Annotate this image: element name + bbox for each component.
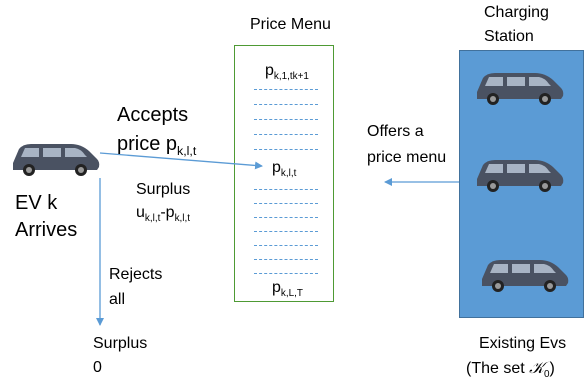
dash-row [254, 259, 318, 260]
top-price-base: p [265, 62, 274, 79]
ev-label-line1: EV k [15, 192, 58, 214]
top-price-label: pk,1,tk+1 [265, 61, 309, 82]
price-menu-title: Price Menu [250, 16, 331, 33]
existing-evs-line2: (The set 𝒦0) [466, 358, 555, 380]
surplus-p-base: p [165, 204, 175, 221]
car-icon [482, 260, 569, 292]
surplus-u-sub: k,l,t [144, 212, 161, 224]
surplus-reject-line1: Surplus [93, 335, 148, 352]
dash-row [254, 203, 318, 204]
rejects-line2: all [109, 291, 126, 308]
surplus-accept-line2: uk,l,t-pk,l,t [136, 203, 190, 224]
surplus-dash: - [160, 204, 166, 221]
dash-row [254, 149, 318, 150]
ev-label-line2: Arrives [15, 219, 78, 241]
mid-price-sub: k,l,t [280, 167, 297, 179]
top-price-sub: k,1,tk+1 [273, 70, 309, 82]
existing-set-suffix: ) [549, 360, 555, 377]
car-icon [477, 160, 564, 192]
dash-row [254, 134, 318, 135]
station-title-line2: Station [484, 28, 534, 45]
offers-line2: price menu [367, 149, 447, 166]
dash-row [254, 189, 318, 190]
existing-set-sub: 0 [544, 368, 550, 380]
car-icon [477, 73, 564, 105]
car-icon [13, 144, 100, 176]
existing-set-symbol: 𝒦 [529, 358, 545, 377]
accept-arrow [99, 152, 263, 170]
dash-row [254, 245, 318, 246]
mid-price-base: p [272, 159, 281, 176]
existing-set-prefix: (The set [466, 360, 530, 377]
bottom-price-base: p [272, 279, 281, 296]
dash-row [254, 273, 318, 274]
surplus-reject-line2: 0 [93, 359, 102, 376]
surplus-u-base: u [136, 204, 145, 221]
dash-row [254, 104, 318, 105]
dash-row [254, 89, 318, 90]
mid-price-label: pk,l,t [270, 158, 299, 179]
accepts-price-sub: k,l,t [177, 143, 197, 158]
dash-row [254, 217, 318, 218]
accepts-price-prefix: price p [117, 133, 178, 155]
existing-evs-line1: Existing Evs [479, 335, 567, 352]
accepts-line1: Accepts [117, 104, 189, 126]
rejects-line1: Rejects [109, 266, 163, 283]
accepts-line2: price pk,l,t [117, 132, 197, 158]
dash-row [254, 231, 318, 232]
dash-row [254, 119, 318, 120]
station-title-line1: Charging [484, 4, 549, 21]
surplus-accept-line1: Surplus [136, 181, 191, 198]
bottom-price-label: pk,L,T [272, 278, 303, 299]
bottom-price-sub: k,L,T [280, 287, 303, 299]
offers-line1: Offers a [367, 123, 424, 140]
surplus-p-sub: k,l,t [174, 212, 190, 224]
